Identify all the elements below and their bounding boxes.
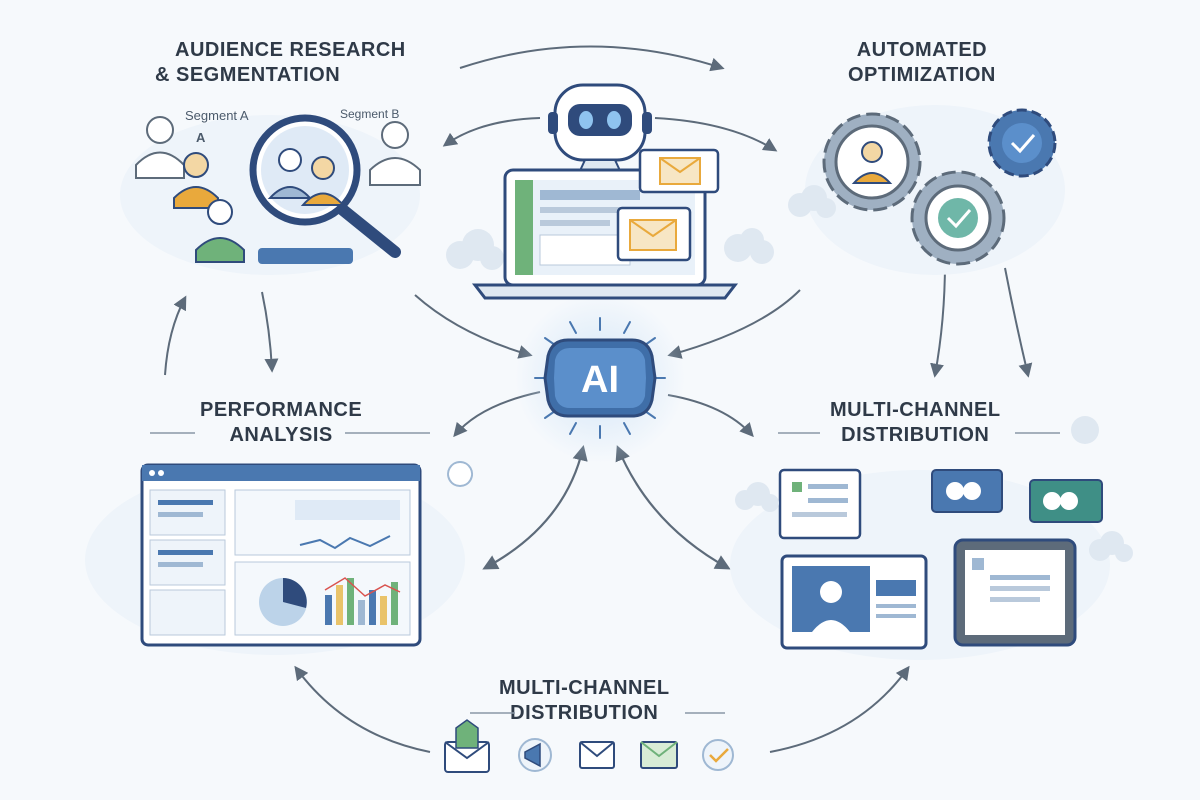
robot-laptop-illustration	[446, 83, 774, 300]
tablet-icon	[953, 538, 1077, 647]
gear-icon	[910, 170, 1006, 266]
arrow-laptop-to-ai	[414, 294, 533, 359]
bar-chart-icon	[324, 577, 401, 625]
arrow-robot-to-audience	[442, 117, 541, 147]
audience-illustration: Segment A Segment B A	[120, 107, 421, 275]
gear-icon	[987, 108, 1057, 178]
performance-analysis-heading: PERFORMANCE ANALYSIS	[200, 399, 363, 446]
robot-icon	[548, 83, 652, 176]
bidirectional-arrows	[482, 445, 731, 570]
cloud-icon	[735, 416, 1133, 562]
person-icon	[195, 199, 245, 263]
segment-letter-tag: A	[196, 130, 206, 145]
chat-bubble-icon	[1029, 479, 1103, 523]
heading-rules	[150, 432, 1060, 714]
document-icon	[778, 468, 862, 540]
mail-send-icon	[579, 741, 615, 769]
segment-a-tag: Segment A	[185, 108, 249, 123]
magnifier-icon	[249, 114, 401, 258]
channel-icons-row	[444, 719, 734, 773]
email-icon	[616, 206, 692, 262]
envelope-icon	[444, 719, 490, 773]
person-icon	[369, 121, 421, 186]
arrow-robot-to-optimization	[654, 117, 778, 152]
gears-illustration	[788, 105, 1065, 275]
arrow-audience-down	[261, 291, 279, 373]
cloud-icon	[788, 185, 836, 218]
location-pin-icon	[447, 461, 474, 487]
email-icon	[638, 148, 720, 194]
arrow-bottom-right	[769, 665, 910, 753]
multi-channel-distribution-heading-bottom: MULTI-CHANNEL DISTRIBUTION	[499, 677, 670, 724]
ai-hub-label: AI	[581, 359, 619, 401]
arrow-optimization-down	[930, 261, 946, 378]
cloud-icon	[446, 228, 774, 270]
dashboard-illustration	[85, 461, 474, 655]
arrow-performance-up	[164, 295, 187, 376]
email-icon	[640, 741, 678, 769]
person-icon	[135, 116, 185, 179]
audience-research-heading: AUDIENCE RESEARCH & SEGMENTATION	[155, 39, 406, 86]
arrow-optimization-down-2	[1004, 267, 1033, 378]
multi-channel-distribution-heading-right: MULTI-CHANNEL DISTRIBUTION	[830, 399, 1001, 446]
automated-optimization-heading: AUTOMATED OPTIMIZATION	[848, 39, 996, 86]
chat-icon	[702, 739, 734, 771]
label-bar	[258, 248, 353, 264]
devices-illustration	[730, 416, 1133, 660]
ai-hub: AI	[515, 293, 685, 463]
arrow-optimization-to-ai	[667, 289, 801, 359]
arrow-top-loop	[459, 45, 725, 72]
gear-icon	[822, 112, 922, 212]
arrow-bottom-left	[294, 665, 431, 753]
segment-b-tag: Segment B	[340, 107, 399, 121]
pie-chart-icon	[259, 578, 307, 626]
chat-bubble-icon	[931, 469, 1003, 513]
monitor-icon	[780, 554, 928, 650]
ai-hub-rays	[534, 317, 666, 439]
megaphone-icon	[518, 738, 552, 772]
